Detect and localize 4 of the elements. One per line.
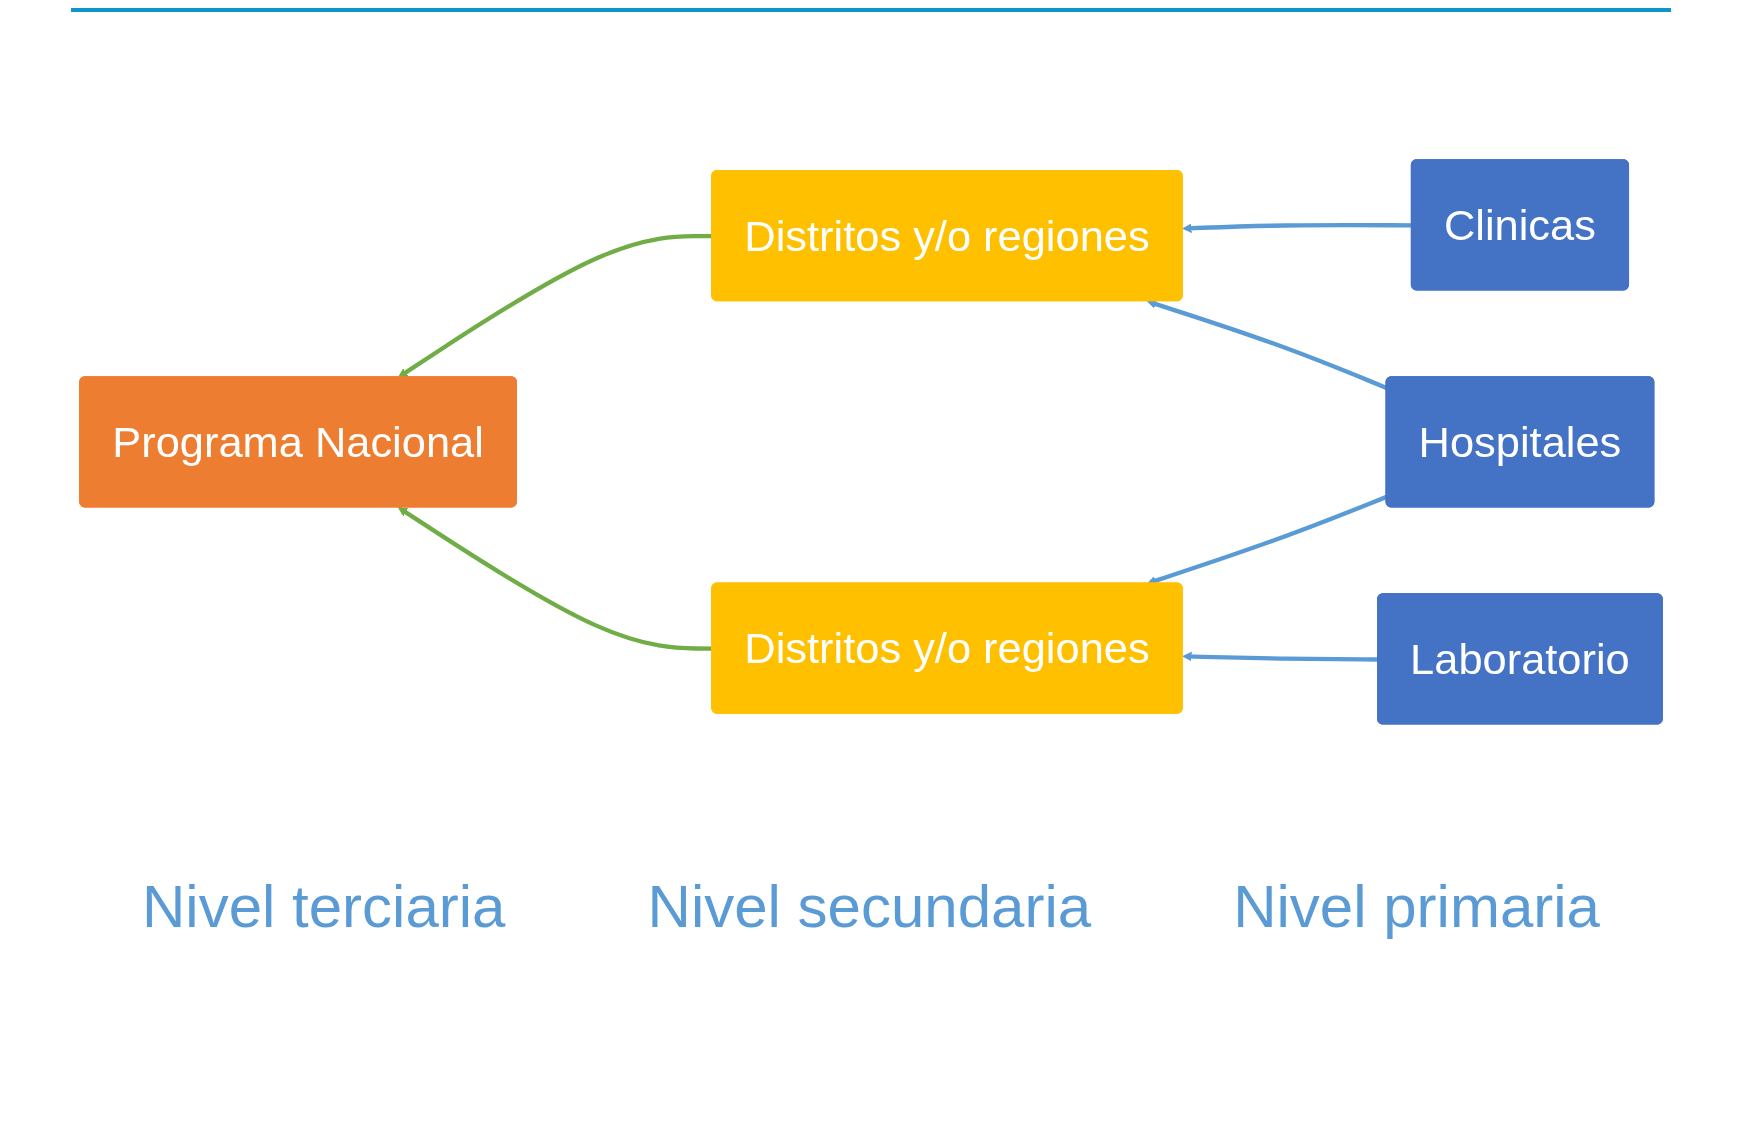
level-label: Nivel primaria bbox=[1233, 872, 1600, 941]
arrow bbox=[1182, 223, 1412, 234]
level-label: Nivel secundaria bbox=[647, 872, 1092, 941]
level-label: Nivel terciaria bbox=[142, 872, 506, 941]
